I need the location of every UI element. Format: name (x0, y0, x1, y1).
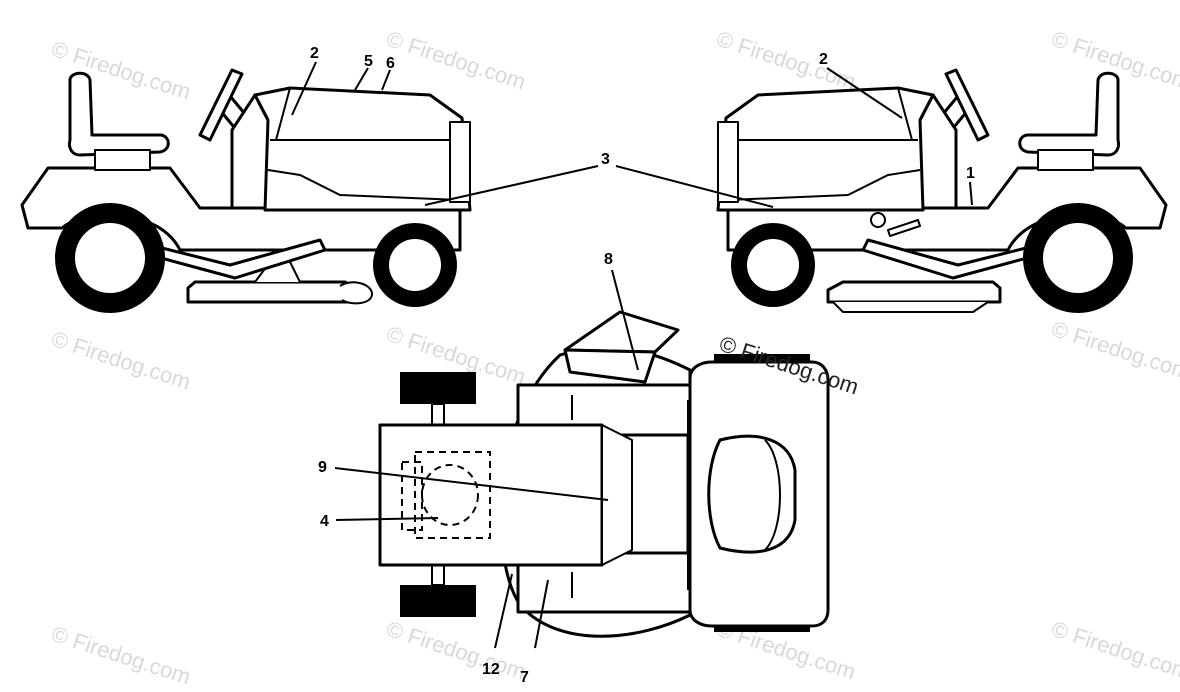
seat-back-edge (764, 439, 781, 551)
hood-line (275, 87, 291, 141)
hood-lower (267, 169, 461, 201)
hood-taper (601, 424, 633, 566)
callout-right-2: 2 (819, 51, 828, 68)
mower-deck (186, 280, 362, 304)
watermark: © Firedog.com (1048, 316, 1180, 384)
lift-lever (887, 219, 921, 237)
mower-deck (826, 280, 1002, 304)
seat (1018, 71, 1120, 157)
leader-left-2 (291, 61, 317, 116)
grille (449, 121, 471, 203)
deck-underside (832, 301, 989, 313)
leader-8 (611, 269, 639, 371)
hood (253, 86, 472, 212)
callout-9: 9 (318, 459, 327, 476)
leader-7 (534, 579, 549, 649)
watermark: © Firedog.com (48, 621, 193, 689)
hood-lower (727, 169, 921, 201)
hood-line (897, 87, 913, 141)
steering-wheel (198, 68, 244, 142)
leader-left-6 (381, 69, 391, 91)
watermark: © Firedog.com (383, 616, 528, 684)
tractor-right-side-view (716, 68, 1168, 313)
callout-7: 7 (520, 669, 529, 686)
seat (68, 71, 170, 157)
callout-right-1: 1 (966, 165, 975, 182)
callout-12: 12 (482, 661, 500, 678)
chute-front (563, 348, 657, 384)
rear-wheel-hub (75, 223, 145, 293)
watermark: © Firedog.com (713, 26, 858, 94)
callout-left-5: 5 (364, 53, 373, 70)
leader-3-right (615, 165, 774, 208)
discharge-chute-top (563, 310, 680, 354)
leader-right-2 (826, 67, 903, 119)
front-tire-top (400, 372, 476, 404)
seat-base (94, 149, 151, 171)
watermark: © Firedog.com (1048, 616, 1180, 684)
lever-knob (870, 212, 886, 228)
leader-9 (334, 467, 609, 501)
front-wheel-hub (389, 239, 441, 291)
grille (717, 121, 739, 203)
steering-wheel (944, 68, 990, 142)
callout-left-6: 6 (386, 55, 395, 72)
tractor-left-side-view (20, 68, 472, 313)
leader-4 (335, 517, 439, 521)
front-axle-top (431, 403, 445, 427)
leader-3-left (424, 165, 599, 206)
callout-left-2: 2 (310, 45, 319, 62)
leader-lines (291, 61, 973, 649)
leader-left-5 (354, 67, 369, 91)
seat-top (707, 434, 797, 554)
leader-right-1 (969, 181, 973, 206)
callout-8: 8 (604, 251, 613, 268)
engine-outline (414, 451, 491, 539)
callout-4: 4 (320, 513, 329, 530)
front-wheel-hub (747, 239, 799, 291)
discharge-chute (339, 281, 373, 305)
hood (716, 86, 935, 212)
front-tire-bottom (400, 585, 476, 617)
callout-3: 3 (601, 151, 610, 168)
leader-12 (494, 573, 513, 649)
seat-base (1037, 149, 1094, 171)
tractor-top-view (378, 310, 830, 638)
engine-filter (421, 464, 479, 526)
watermark: © Firedog.com (48, 326, 193, 394)
rear-wheel-hub (1043, 223, 1113, 293)
watermark: © Firedog.com (383, 26, 528, 94)
callout-labels: 2 5 6 3 2 1 8 9 4 12 7 (310, 45, 975, 686)
